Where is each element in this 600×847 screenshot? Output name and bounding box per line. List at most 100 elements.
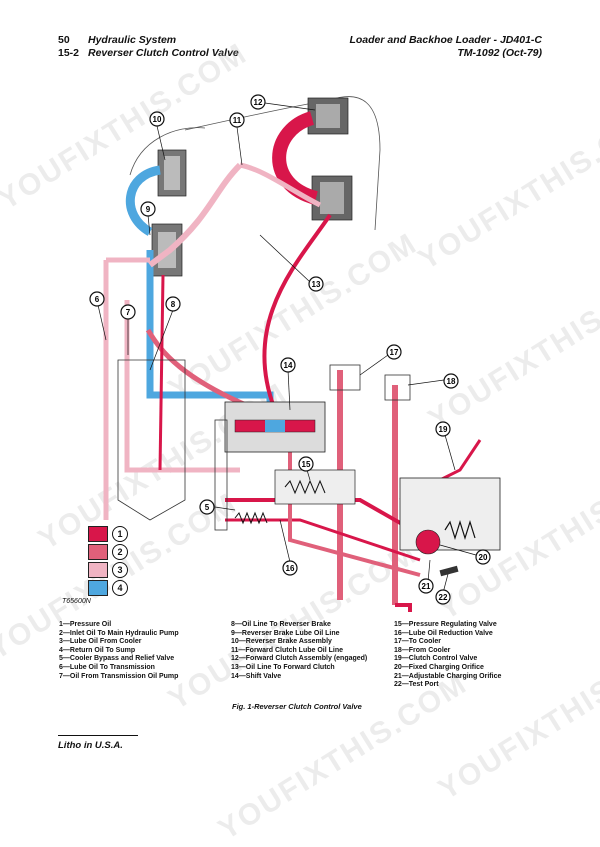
svg-text:21: 21 bbox=[422, 582, 431, 591]
svg-text:19: 19 bbox=[439, 425, 448, 434]
leader-lines bbox=[97, 102, 477, 594]
legend-number-3: 3 bbox=[112, 562, 128, 578]
legend-number-1: 1 bbox=[112, 526, 128, 542]
callout-9: 9 bbox=[140, 201, 156, 217]
key-column-3: 15—Pressure Regulating Valve 16—Lube Oil… bbox=[394, 621, 501, 690]
callout-17: 17 bbox=[386, 344, 402, 360]
legend-number-4: 4 bbox=[112, 580, 128, 596]
callout-12: 12 bbox=[250, 94, 266, 110]
callout-5: 5 bbox=[199, 499, 215, 515]
legend-number-2: 2 bbox=[112, 544, 128, 560]
pressure-line bbox=[395, 603, 412, 612]
subsection-title: Reverser Clutch Control Valve bbox=[88, 47, 239, 59]
svg-text:9: 9 bbox=[146, 205, 151, 214]
key-column-2: 8—Oil Line To Reverser Brake 9—Reverser … bbox=[231, 621, 367, 681]
key-item: 8—Oil Line To Reverser Brake bbox=[231, 621, 331, 628]
svg-text:11: 11 bbox=[233, 116, 242, 125]
footer-divider bbox=[58, 735, 138, 736]
svg-text:7: 7 bbox=[126, 308, 131, 317]
svg-text:22: 22 bbox=[439, 593, 448, 602]
key-item: 4—Return Oil To Sump bbox=[59, 646, 136, 654]
svg-text:13: 13 bbox=[312, 280, 321, 289]
test-port bbox=[439, 565, 459, 577]
key-item: 20—Fixed Charging Orifice bbox=[394, 663, 484, 671]
pressure-regulating-valve bbox=[274, 469, 356, 505]
legend-swatch-1 bbox=[88, 526, 108, 542]
svg-text:5: 5 bbox=[205, 503, 210, 512]
key-item: 18—From Cooler bbox=[394, 646, 451, 654]
svg-text:12: 12 bbox=[254, 98, 263, 107]
key-item: 17—To Cooler bbox=[394, 638, 441, 646]
key-item: 19—Clutch Control Valve bbox=[394, 655, 478, 663]
key-item: 10—Reverser Brake Assembly bbox=[231, 638, 332, 646]
oil-line-to-forward-clutch bbox=[262, 213, 332, 411]
key-item: 13—Oil Line To Forward Clutch bbox=[231, 663, 335, 671]
callout-11: 11 bbox=[229, 112, 245, 128]
legend-swatch-2 bbox=[88, 544, 108, 560]
key-item: 1—Pressure Oil bbox=[59, 621, 112, 628]
key-item: 9—Reverser Brake Lube Oil Line bbox=[231, 629, 340, 637]
callout-18: 18 bbox=[443, 373, 459, 389]
lube-line bbox=[239, 162, 322, 208]
oil-line-to-reverser-brake bbox=[158, 274, 165, 471]
clutch-control-valve bbox=[399, 477, 501, 555]
header-right: Loader and Backhoe Loader - JD401-C TM-1… bbox=[349, 34, 542, 60]
footer-litho: Litho in U.S.A. bbox=[58, 740, 123, 751]
callout-13: 13 bbox=[308, 276, 324, 292]
cooler-fittings bbox=[329, 364, 411, 401]
forward-clutch-lube-line bbox=[148, 162, 243, 268]
callout-markers: 10 11 12 9 13 6 7 8 14 15 5 16 17 18 19 … bbox=[89, 94, 491, 605]
callout-10: 10 bbox=[149, 111, 165, 127]
callout-20: 20 bbox=[475, 549, 491, 565]
legend-swatch-3 bbox=[88, 562, 108, 578]
legend-swatch-4 bbox=[88, 580, 108, 596]
housing-outline bbox=[129, 127, 206, 176]
shift-valve-body bbox=[224, 401, 326, 453]
svg-text:15: 15 bbox=[302, 460, 311, 469]
svg-text:14: 14 bbox=[284, 361, 293, 370]
figure-caption: Fig. 1-Reverser Clutch Control Valve bbox=[232, 702, 362, 711]
figure-code: T65600N bbox=[62, 598, 91, 605]
key-item: 21—Adjustable Charging Orifice bbox=[394, 672, 502, 680]
key-item: 5—Cooler Bypass and Relief Valve bbox=[59, 655, 175, 663]
manual-title: Loader and Backhoe Loader - JD401-C bbox=[349, 34, 542, 46]
return-oil-line bbox=[125, 165, 161, 236]
page-number: 50 bbox=[58, 34, 70, 46]
manual-code: TM-1092 (Oct-79) bbox=[457, 47, 542, 59]
callout-6: 6 bbox=[89, 291, 105, 307]
pressure-line bbox=[225, 518, 421, 562]
svg-text:8: 8 bbox=[171, 300, 176, 309]
key-item: 2—Inlet Oil To Main Hydraulic Pump bbox=[59, 629, 179, 637]
key-item: 6—Lube Oil To Transmission bbox=[59, 663, 155, 671]
callout-21: 21 bbox=[418, 578, 434, 594]
svg-text:18: 18 bbox=[447, 377, 456, 386]
svg-text:10: 10 bbox=[153, 115, 162, 124]
callout-7: 7 bbox=[120, 304, 136, 320]
key-item: 16—Lube Oil Reduction Valve bbox=[394, 629, 493, 637]
key-item: 14—Shift Valve bbox=[231, 672, 282, 680]
section-title: Hydraulic System bbox=[88, 34, 177, 46]
key-item: 3—Lube Oil From Cooler bbox=[59, 638, 142, 646]
callout-14: 14 bbox=[280, 357, 296, 373]
lube-line bbox=[124, 300, 240, 473]
key-column-1: 1—Pressure Oil 2—Inlet Oil To Main Hydra… bbox=[59, 621, 179, 681]
key-item: 15—Pressure Regulating Valve bbox=[394, 621, 497, 628]
lube-oil-reduction-valve bbox=[234, 511, 268, 525]
svg-text:16: 16 bbox=[286, 564, 295, 573]
svg-text:20: 20 bbox=[479, 553, 488, 562]
callout-15: 15 bbox=[298, 456, 314, 472]
callout-19: 19 bbox=[435, 421, 451, 437]
key-item: 7—Oil From Transmission Oil Pump bbox=[59, 672, 179, 680]
header-left: 50 Hydraulic System 15-2 Reverser Clutch C… bbox=[58, 34, 239, 60]
key-item: 12—Forward Clutch Assembly (engaged) bbox=[231, 655, 368, 663]
key-item: 11—Forward Clutch Lube Oil Line bbox=[231, 646, 344, 654]
callout-8: 8 bbox=[165, 296, 181, 312]
callout-16: 16 bbox=[282, 560, 298, 576]
transmission-case bbox=[117, 359, 228, 531]
hydraulic-diagram: 10 11 12 9 13 6 7 8 14 15 5 16 17 18 19 … bbox=[89, 94, 501, 612]
svg-text:17: 17 bbox=[390, 348, 399, 357]
svg-text:6: 6 bbox=[95, 295, 100, 304]
forward-clutch-assembly bbox=[307, 97, 353, 221]
key-item: 22—Test Port bbox=[394, 681, 439, 689]
subsection-number: 15-2 bbox=[58, 47, 80, 59]
